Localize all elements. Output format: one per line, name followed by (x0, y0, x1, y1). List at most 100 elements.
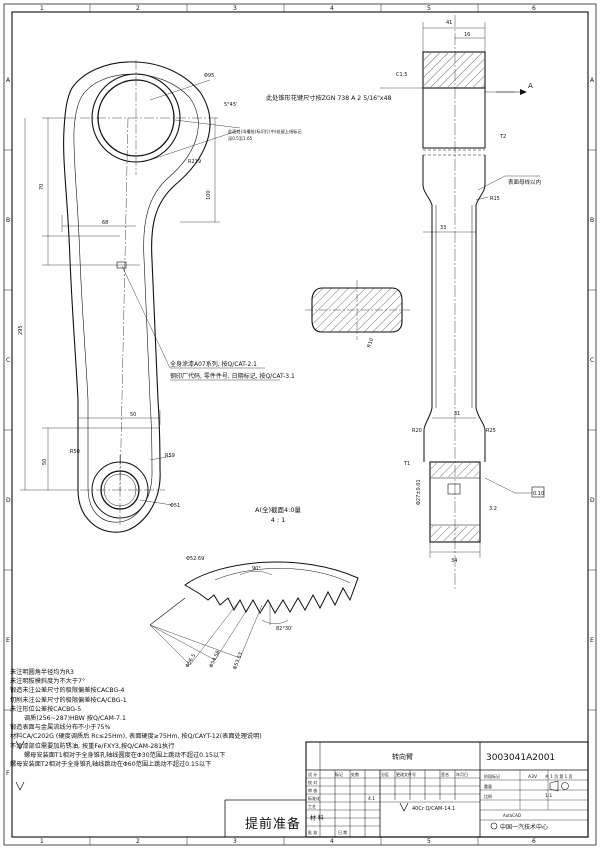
dim-r15: R15 (490, 196, 500, 202)
col-mark-2-bottom: 2 (136, 838, 140, 845)
row-label-5: 批 准 (308, 829, 317, 835)
dim-phi95: Φ95 (204, 73, 214, 79)
top-boss-hatch (424, 53, 484, 87)
dim-phi27: Φ27±0.01 (416, 479, 422, 505)
row-label-1: 校 对 (308, 779, 317, 785)
note-1: 未注明圆角半径均为R3 (10, 669, 74, 676)
dim-r10: R10 (366, 337, 375, 348)
dim-phi565: Φ56.5 (185, 653, 198, 669)
row-label-6: 日 期 (338, 829, 347, 835)
row-mark-c-right: C (590, 357, 594, 364)
section-title: A(全)截面4:0量 (255, 505, 301, 514)
col-mark-1: 1 (40, 5, 44, 12)
dim-34: 34 (451, 558, 457, 564)
note-9: 不涂漆部位需要加防锈油, 按重Fe/FXY3,按Q/CAM-281执行 (10, 742, 175, 750)
dim-70: 70 (39, 184, 45, 190)
col-mark-2: 2 (136, 5, 140, 12)
dim-phi5453: Φ53.53 (232, 651, 244, 670)
section-scale: 4 : 1 (271, 516, 286, 524)
surface-note: 表面母线以内 (508, 178, 541, 186)
dim-100: 100 (206, 190, 212, 200)
dim-angle: 5°45' (224, 102, 237, 108)
dim-t2: T2 (499, 134, 506, 140)
note-3: 锻造未注公差尺寸的极限偏差按CACBG-4 (10, 687, 125, 695)
col-mark-3: 3 (233, 5, 237, 12)
company-name: 中国一汽技术中心 (500, 823, 548, 831)
row-mark-f: F (6, 770, 10, 777)
dim-r59: R59 (165, 453, 175, 459)
row-label-0: 设 计 (308, 771, 317, 777)
material-spec: 40Cr Q/CAM-14.1 (412, 806, 455, 812)
row-mark-d: D (6, 497, 11, 504)
note-10: 螺母安装面T1相对于全身锥孔轴线圆度在Φ30范围上跳动不超过0.15以下 (24, 751, 226, 759)
drawing-number: 3003041A2001 (486, 753, 555, 763)
col-mark-4: 4 (330, 5, 334, 12)
spline-note: 此处锥形花键尺寸按ZGN 738 A 2 5/16"x48 (266, 94, 392, 102)
dim-r219: R219 (188, 159, 201, 165)
cad-software: AutoCAD (503, 813, 521, 818)
header-label-2: 分区 (381, 771, 389, 777)
paint-note-2: 钢印厂代码, 零件件号, 日期标记, 按Q/CAT-3.1 (170, 372, 295, 380)
dim-phi5458: Φ54.58 (208, 650, 221, 669)
side-view-arm (380, 15, 540, 590)
col-mark-6-bottom: 6 (532, 838, 536, 845)
row-mark-e: E (6, 637, 10, 644)
note-2: 未注明拔模斜度为不大于7° (10, 678, 86, 686)
dim-50-height: 50 (42, 459, 48, 465)
col-mark-1-bottom: 1 (40, 838, 44, 845)
col-mark-3-bottom: 3 (233, 838, 237, 845)
mark-note-1: 此面处(沟槽处)标识打(中)处留上线标记 (228, 128, 302, 135)
section-a-detail (149, 561, 359, 666)
note-6: 调质(256~287)HBW 按Q/CAM-7.1 (24, 714, 126, 722)
view-arrow-a: A (528, 82, 533, 90)
misc-label-0: 阶段标记 (484, 773, 500, 779)
header-label-1: 处数 (351, 771, 359, 777)
datum-frame (531, 486, 545, 498)
tol-value: 0.10 (533, 491, 544, 497)
material-label: 材 料 (310, 814, 324, 822)
dim-r20: R20 (412, 428, 422, 434)
row-mark-e-right: E (590, 637, 594, 644)
col-mark-5: 5 (427, 5, 431, 12)
col-mark-5-bottom: 5 (427, 838, 431, 845)
dim-90deg: 90° (252, 566, 261, 572)
col-mark-4-bottom: 4 (330, 838, 334, 845)
outer-border (3, 3, 597, 846)
dim-82deg: 82°30' (276, 626, 293, 632)
misc-label-2: 比例 (484, 793, 492, 799)
row-label-4: 工艺 (308, 804, 316, 809)
dim-c15: C1.5 (396, 72, 407, 78)
row-mark-b: B (6, 217, 10, 224)
row-mark-a: A (6, 77, 11, 84)
dim-41: 41 (446, 20, 452, 26)
bottom-boss-hatch-1 (431, 463, 479, 477)
dim-295: 295 (18, 325, 24, 335)
dim-phi5269: Φ52.69 (186, 556, 204, 562)
inner-border (11, 11, 589, 838)
part-name: 转向臂 (392, 752, 413, 761)
header-label-5: 年月日 (456, 771, 468, 777)
paint-note-1: 全身涂漆A07系列, 按Q/CAT-2.1 (170, 360, 257, 368)
note-8: 材料CA/C202G (硬度调质后 Rc≤25Hm), 表面硬度≥75Hm, 按… (10, 733, 262, 741)
dim-t1: T1 (403, 461, 410, 467)
dim-r50: R50 (70, 449, 80, 455)
header-label-0: 标记 (335, 771, 343, 777)
header-label-4: 签名 (441, 771, 449, 777)
note-5: 未注形位公差按CACBG-5 (10, 705, 82, 713)
misc-label-1: 重量 (484, 783, 492, 789)
prep-stamp: 提前准备 (245, 817, 302, 832)
dim-phi51: Φ51 (170, 503, 180, 509)
scale-value: 1:1 (545, 793, 552, 799)
note-7: 锻造表面与金属流线分布不小于75% (10, 724, 111, 732)
dim-50-width: 50 (130, 412, 136, 418)
note-4: 切削未注公差尺寸的极限偏差按CA/CBG-1 (10, 696, 127, 704)
row-mark-c: C (6, 357, 10, 364)
cross-section: R10 (305, 280, 410, 349)
row-mark-a-right: A (590, 77, 595, 84)
col-mark-6: 6 (532, 5, 536, 12)
header-label-3: 更改文件号 (396, 771, 416, 777)
bottom-boss-hatch-2 (431, 526, 479, 541)
row-mark-d-right: D (590, 497, 595, 504)
format-value: A3V (528, 774, 538, 780)
